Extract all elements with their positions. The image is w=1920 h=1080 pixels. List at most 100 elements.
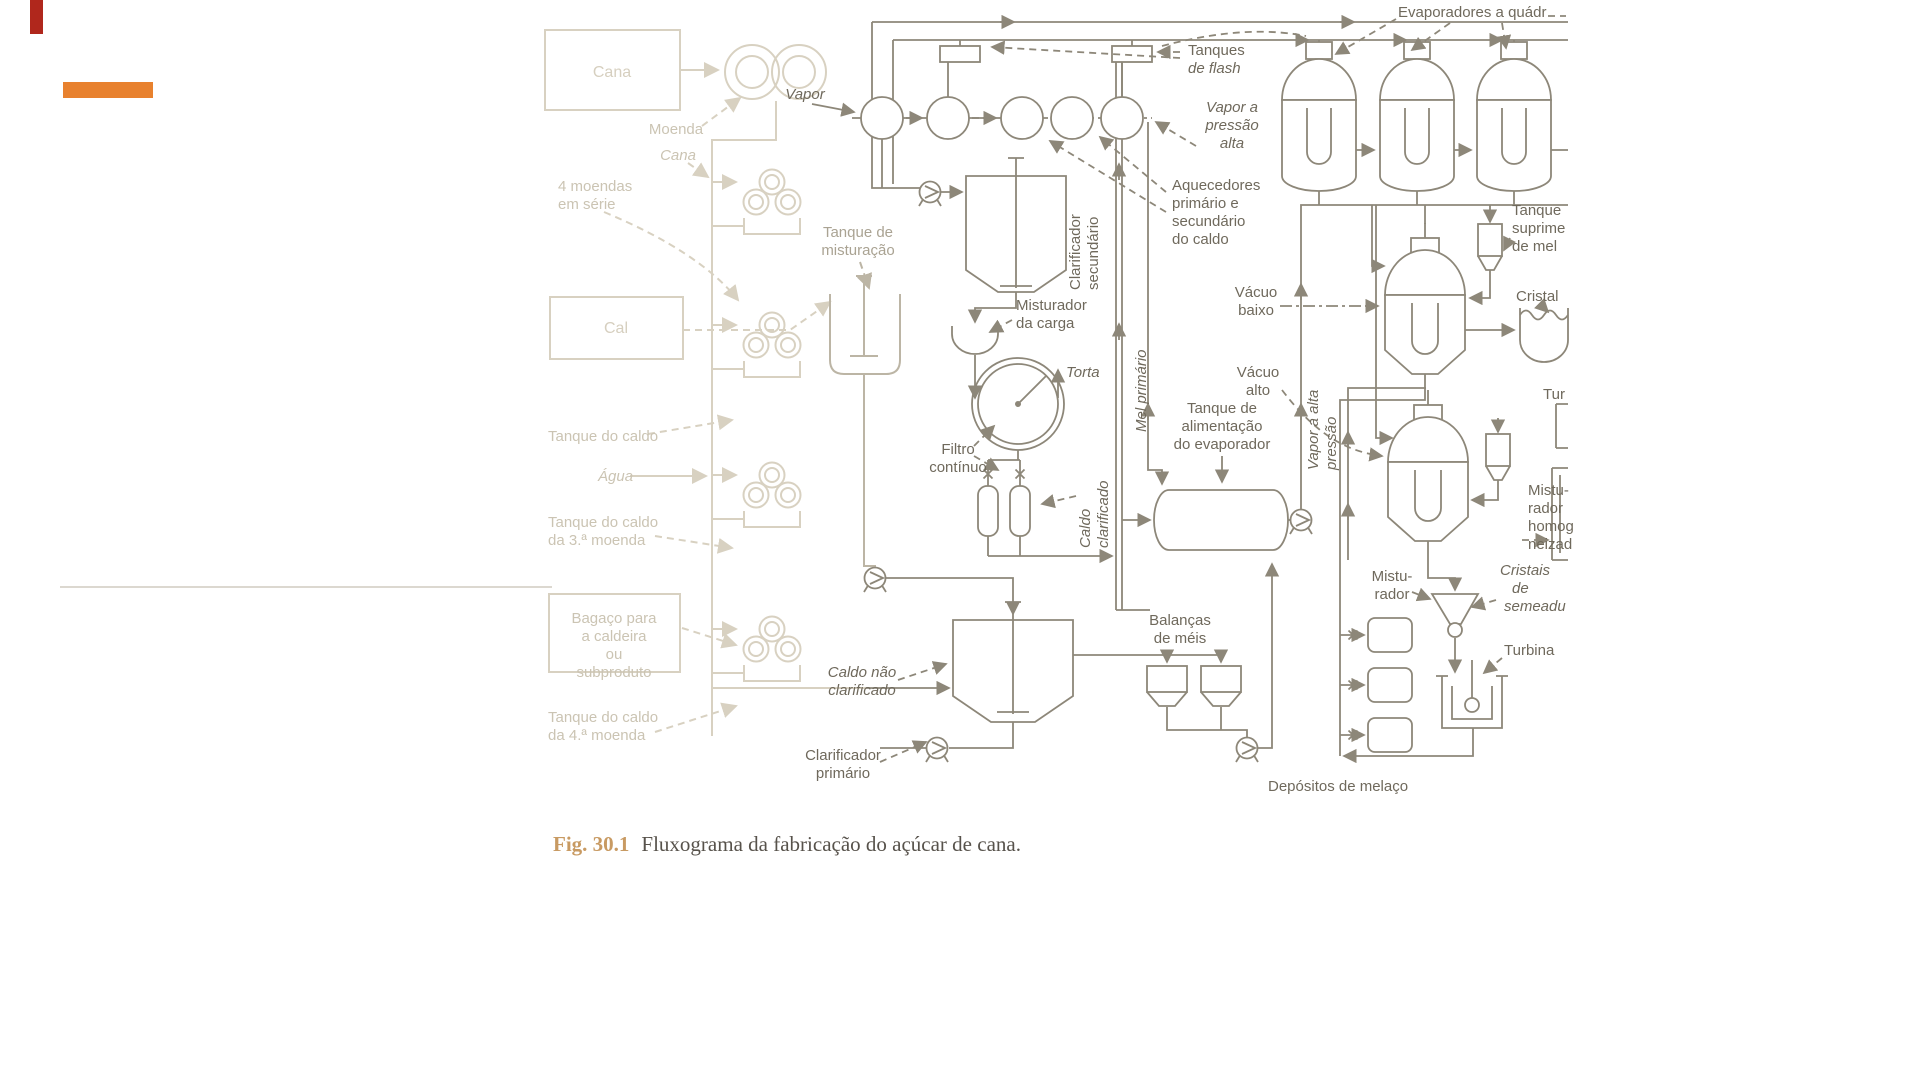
label-aquecedores: do caldo [1172, 231, 1229, 248]
label-moenda: Moenda [649, 121, 704, 138]
evaporator-1 [1281, 39, 1357, 206]
clarification-evaporation-section [811, 14, 1569, 764]
label-filtro-continuo: Filtro [941, 441, 974, 458]
filtrate-cylinder-2 [1009, 485, 1031, 537]
syrup-supply-tank-2 [1485, 433, 1511, 481]
evaporator-2 [1379, 39, 1455, 206]
faded-leader-lines [603, 96, 832, 733]
label-misturador-homogeneizador: Mistu- [1528, 482, 1569, 499]
vacuum-pan-low [1384, 222, 1466, 393]
label-vapor-pressao-alta: Vapor a [1206, 99, 1258, 116]
figure-title: Fluxograma da fabricação do açúcar de ca… [641, 832, 1021, 856]
label-bagaco: ou [606, 646, 623, 663]
label-filtro-continuo: contínuo [929, 459, 987, 476]
label-tanque-caldo-3: Tanque do caldo [548, 514, 658, 531]
label-vapor: Vapor [785, 86, 825, 103]
label-moendas-serie: em série [558, 196, 616, 213]
label-aquecedores: primário e [1172, 195, 1239, 212]
cal-box [549, 296, 684, 360]
label-balancas-meis: Balanças [1149, 612, 1211, 629]
label-clarificador-secundario: secundário [1085, 217, 1102, 290]
figure-number: Fig. 30.1 [553, 832, 630, 856]
label-bagaco: a caldeira [581, 628, 647, 645]
molasses-tank-1 [1367, 617, 1413, 653]
evaporator-feed-tank [1153, 489, 1289, 551]
label-tanque-misturacao: Tanque de [823, 224, 893, 241]
label-misturador-homogeneizador: neizad [1528, 536, 1572, 553]
diagram-labels: Cana Moenda Cana 4 moendas em série Tanq… [548, 4, 1574, 795]
label-evaporadores: Evaporadores a quádr [1398, 4, 1546, 21]
label-tanque-alimentacao: Tanque de [1187, 400, 1257, 417]
label-vacuo-baixo: baixo [1238, 302, 1274, 319]
divider-line [60, 586, 552, 588]
label-clarificador-primario: primário [816, 765, 870, 782]
label-cana: Cana [660, 147, 696, 164]
bagaco-box [548, 593, 681, 673]
label-cana-box: Cana [593, 64, 631, 81]
vacuum-pan-high [1387, 389, 1469, 560]
faded-flow-lines [630, 62, 866, 736]
seed-mixer-funnel [1430, 593, 1480, 638]
label-vapor-pressao-alta: alta [1220, 135, 1244, 152]
label-vapor-pressao-alta: pressão [1204, 117, 1258, 134]
figure-caption: Fig. 30.1 Fluxograma da fabricação do açú… [553, 832, 1021, 857]
label-tanque-suprimento: suprime [1512, 220, 1565, 237]
label-cristais-semeadura: de [1512, 580, 1529, 597]
centrifuge-turbine [1436, 660, 1508, 729]
label-cristais-semeadura: semeadu [1504, 598, 1566, 615]
label-tanque-alimentacao: alimentação [1182, 418, 1263, 435]
milling-section-faded [544, 29, 901, 736]
label-tanque-misturacao: misturação [821, 242, 894, 259]
label-mel-primario: Mel primário [1133, 349, 1150, 432]
pump-1 [918, 180, 942, 207]
label-bagaco: Bagaço para [571, 610, 657, 627]
primary-clarifier [952, 601, 1074, 723]
pump-5 [1289, 508, 1313, 535]
pump-2 [863, 566, 887, 593]
label-vapor-alta-pressao: Vapor a alta [1305, 390, 1322, 470]
label-tanques-flash: de flash [1188, 60, 1241, 77]
label-cristalizador: Cristal [1516, 288, 1559, 305]
label-tanque-suprimento: de mel [1512, 238, 1557, 255]
molasses-tank-3 [1367, 717, 1413, 753]
label-misturador-carga: Misturador [1016, 297, 1087, 314]
label-torta: Torta [1066, 364, 1100, 381]
label-vapor-alta-pressao: pressão [1323, 417, 1340, 471]
crusher-mill [724, 44, 827, 100]
syrup-supply-tank-1 [1477, 223, 1503, 271]
turbine-partial [1555, 403, 1568, 449]
evaporator-3 [1476, 39, 1552, 206]
equipment [860, 39, 1569, 763]
label-tanques-flash: Tanques [1188, 42, 1245, 59]
accent-bar [63, 82, 153, 98]
pump-4 [1235, 736, 1259, 763]
label-depositos-melaco: Depósitos de melaço [1268, 778, 1408, 795]
label-vacuo-baixo: Vácuo [1235, 284, 1278, 301]
label-agua: Água [597, 468, 633, 485]
label-caldo-nao-clarificado: clarificado [828, 682, 896, 699]
homogenizing-mixer-partial [1551, 467, 1568, 561]
label-aquecedores: Aquecedores [1172, 177, 1260, 194]
secondary-clarifier [965, 157, 1067, 293]
mill-2 [742, 311, 802, 359]
juice-heaters [860, 96, 1144, 140]
label-clarificador-primario: Clarificador [805, 747, 881, 764]
label-moendas-serie: 4 moendas [558, 178, 632, 195]
mixing-tank-group [829, 261, 901, 568]
label-vacuo-alto: Vácuo [1237, 364, 1280, 381]
label-vacuo-alto: alto [1246, 382, 1270, 399]
label-misturador-homogeneizador: homog [1528, 518, 1574, 535]
label-caldo-nao-clarificado: Caldo não [828, 664, 896, 681]
pump-3 [925, 736, 949, 763]
filtrate-cylinder-1 [977, 485, 999, 537]
label-tanque-caldo-3: da 3.ª moenda [548, 532, 646, 549]
label-misturador-carga: da carga [1016, 315, 1075, 332]
charge-mixer-bowl [951, 326, 999, 355]
crystallizer [1519, 308, 1569, 363]
label-misturador-homogeneizador: rador [1528, 500, 1563, 517]
label-balancas-meis: de méis [1154, 630, 1207, 647]
molasses-tank-2 [1367, 667, 1413, 703]
label-aquecedores: secundário [1172, 213, 1245, 230]
leader-lines [879, 15, 1566, 763]
